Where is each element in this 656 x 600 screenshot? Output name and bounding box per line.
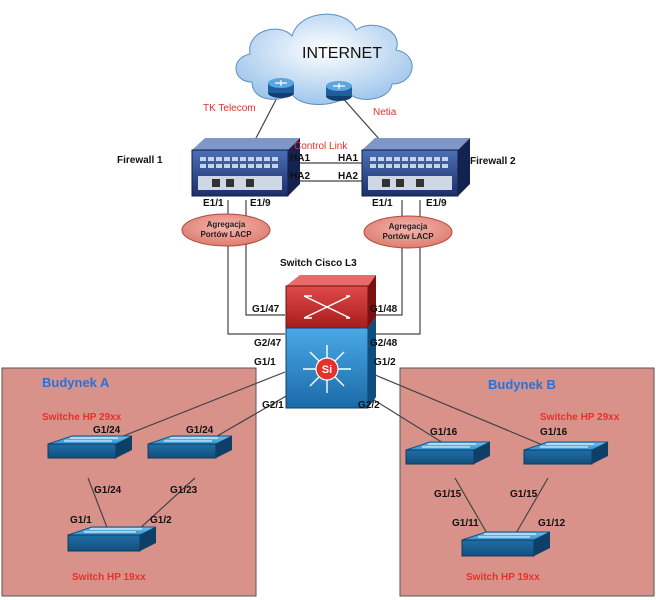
- router-icon: [268, 78, 294, 98]
- building-a-port-sw2-up: G1/24: [186, 425, 214, 436]
- ha2-right-label: HA2: [338, 171, 358, 182]
- building-b-port-sw2-down: G1/15: [510, 489, 538, 500]
- port-g2-48: G2/48: [370, 338, 398, 349]
- building-b-title: Budynek B: [488, 377, 556, 392]
- lacp-left-line2: Portów LACP: [200, 230, 252, 239]
- router-icon: [326, 81, 352, 101]
- switch-hp29-a2: [147, 435, 233, 459]
- lacp-right-line2: Portów LACP: [382, 232, 434, 241]
- core-switch-mark: Si: [322, 364, 332, 376]
- internet-cloud: INTERNET: [235, 13, 413, 105]
- control-link-label: Control Link: [294, 141, 348, 152]
- building-a-switch19-label: Switch HP 19xx: [72, 572, 146, 583]
- building-b-switch29-label: Switche HP 29xx: [540, 412, 620, 423]
- building-b-port-sw19-2: G1/12: [538, 518, 566, 529]
- building-a-port-sw1-up: G1/24: [93, 425, 121, 436]
- building-b-port-sw19-1: G1/11: [452, 518, 479, 529]
- building-b-port-sw1-down: G1/15: [434, 489, 462, 500]
- fw1-port-e1-1: E1/1: [203, 198, 224, 209]
- building-a-port-sw19-2: G1/2: [150, 515, 172, 526]
- port-g2-1: G2/1: [262, 400, 284, 411]
- core-switch: Si: [285, 275, 376, 409]
- lacp-right: Agregacja Portów LACP: [363, 215, 453, 249]
- building-a-port-sw19-1: G1/1: [70, 515, 92, 526]
- switch-hp19-b: [461, 531, 551, 557]
- building-a-box: [1, 367, 257, 597]
- lacp-left-line1: Agregacja: [207, 220, 246, 229]
- ha1-right-label: HA1: [338, 153, 358, 164]
- switch-hp29-b1: [405, 441, 491, 465]
- port-g1-47: G1/47: [252, 304, 280, 315]
- building-a-port-sw2-down: G1/23: [170, 485, 198, 496]
- port-g1-2: G1/2: [374, 357, 396, 368]
- building-b-port-sw1-up: G1/16: [430, 427, 458, 438]
- fw1-port-e1-9: E1/9: [250, 198, 271, 209]
- firewall-2-label: Firewall 2: [470, 156, 516, 167]
- building-a-port-sw1-down: G1/24: [94, 485, 122, 496]
- switch-hp29-b2: [523, 441, 609, 465]
- firewall-2: [361, 138, 470, 197]
- fw2-port-e1-9: E1/9: [426, 198, 447, 209]
- port-g2-2: G2/2: [358, 400, 380, 411]
- switch-hp29-a1: [47, 435, 133, 459]
- ha1-left-label: HA1: [290, 153, 310, 164]
- internet-label: INTERNET: [302, 45, 382, 62]
- port-g2-47: G2/47: [254, 338, 282, 349]
- core-switch-label: Switch Cisco L3: [280, 258, 357, 269]
- port-g1-1: G1/1: [254, 357, 276, 368]
- fw2-port-e1-1: E1/1: [372, 198, 393, 209]
- building-a-switch29-label: Switche HP 29xx: [42, 412, 122, 423]
- building-b-port-sw2-up: G1/16: [540, 427, 568, 438]
- isp-left-label: TK Telecom: [203, 103, 256, 114]
- ha2-left-label: HA2: [290, 171, 310, 182]
- building-a-title: Budynek A: [42, 375, 110, 390]
- lacp-left: Agregacja Portów LACP: [181, 213, 271, 247]
- firewall-1: [191, 138, 300, 197]
- port-g1-48: G1/48: [370, 304, 398, 315]
- switch-hp19-a: [67, 526, 157, 552]
- building-b-box: [399, 367, 655, 597]
- isp-right-label: Netia: [373, 107, 397, 118]
- lacp-right-line1: Agregacja: [389, 222, 428, 231]
- firewall-1-label: Firewall 1: [117, 155, 163, 166]
- building-b-switch19-label: Switch HP 19xx: [466, 572, 540, 583]
